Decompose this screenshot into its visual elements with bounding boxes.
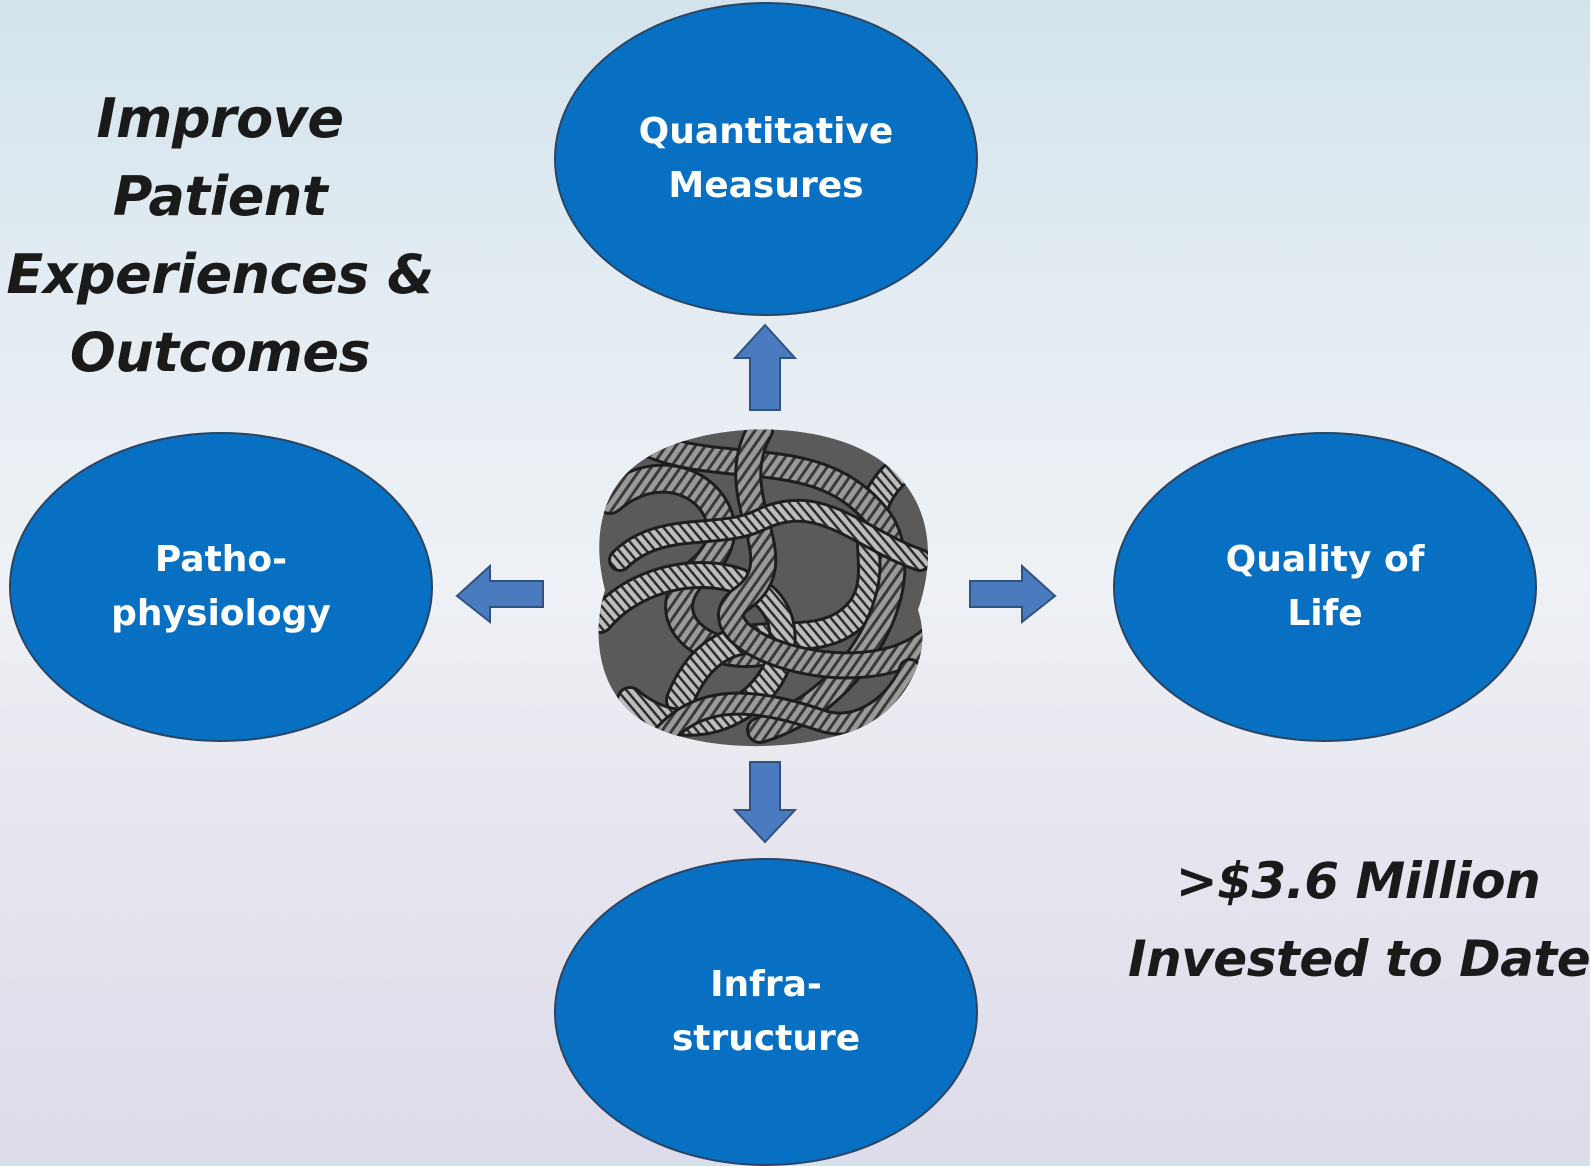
- node-label: Quality of Life: [1225, 539, 1425, 634]
- node-quality-of-life: Quality of Life: [1113, 432, 1537, 742]
- arrow-up-icon: [732, 323, 798, 411]
- goal-line-3: Outcomes: [69, 321, 371, 384]
- node-infrastructure: Infra- structure: [554, 858, 978, 1166]
- node-label: Quantitative Measures: [638, 111, 894, 206]
- goal-tagline: Improve Patient Experiences & Outcomes: [0, 80, 440, 392]
- investment-line-1: >$3.6 Million: [1175, 852, 1541, 910]
- node-quantitative-measures: Quantitative Measures: [554, 2, 978, 316]
- goal-line-2: Experiences &: [6, 243, 434, 306]
- node-label: Infra- structure: [671, 964, 861, 1059]
- node-label: Patho- physiology: [111, 539, 331, 634]
- investment-line-2: Invested to Date: [1128, 930, 1590, 988]
- goal-line-1: Improve Patient: [96, 87, 344, 228]
- node-pathophysiology: Patho- physiology: [9, 432, 433, 742]
- investment-tagline: >$3.6 Million Invested to Date: [1128, 842, 1590, 998]
- tangled-rope-ball-icon: [598, 429, 928, 747]
- arrow-right-icon: [969, 563, 1057, 625]
- arrow-left-icon: [455, 563, 544, 625]
- arrow-down-icon: [732, 761, 798, 844]
- arrows-and-center: [455, 323, 1057, 844]
